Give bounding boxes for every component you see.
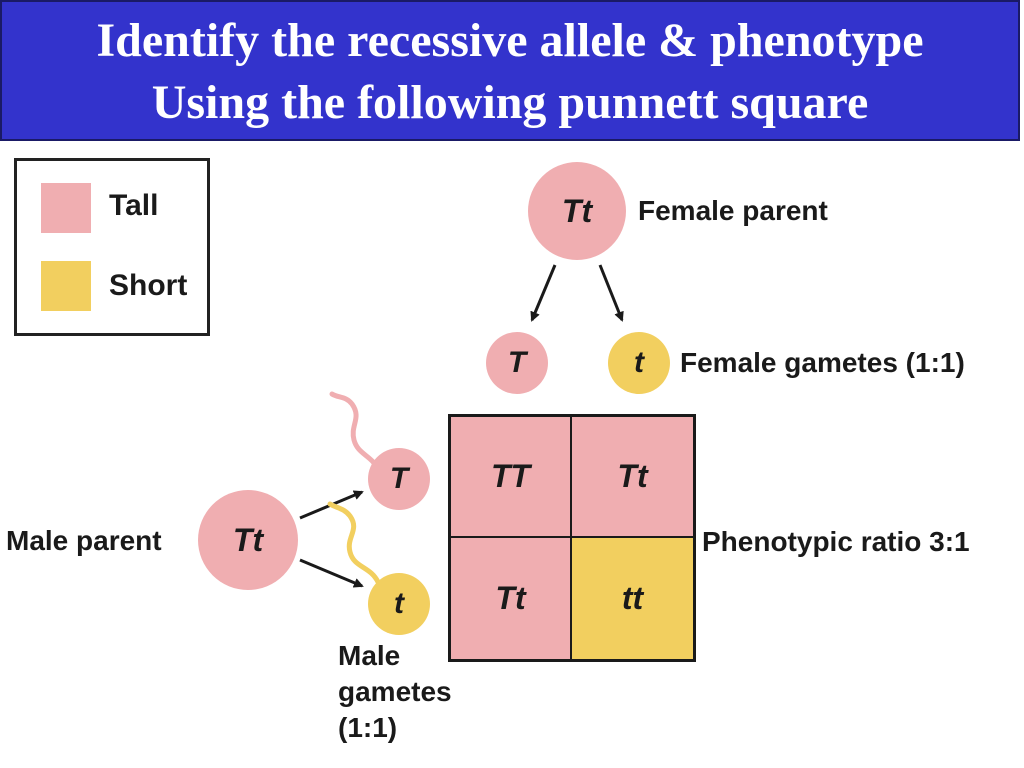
punnett-cell-Tt-bottom: Tt: [451, 538, 572, 659]
male-gametes-label: Male gametes (1:1): [338, 638, 452, 746]
female-parent-label: Female parent: [638, 195, 828, 226]
sperm-tail-t: [327, 501, 381, 585]
male-parent-label: Male parent: [6, 525, 162, 556]
punnett-square: TT Tt Tt tt: [448, 414, 696, 662]
legend: Tall Short: [14, 158, 210, 336]
female-parent-circle: Tt: [528, 162, 626, 260]
male-gamete-T: T: [368, 448, 430, 510]
arrow-female-to-t: [598, 264, 624, 322]
title-line-2: Using the following punnett square: [151, 76, 869, 129]
arrow-male-to-t: [299, 558, 364, 588]
punnett-cell-tt: tt: [572, 538, 693, 659]
male-gametes-label-line2: gametes: [338, 676, 452, 707]
punnett-cell-TT: TT: [451, 417, 572, 538]
male-gametes-label-line1: Male: [338, 640, 401, 671]
legend-swatch-tall: [41, 183, 91, 233]
legend-swatch-short: [41, 261, 91, 311]
arrow-female-to-T: [530, 264, 557, 322]
legend-label-short: Short: [109, 269, 188, 302]
male-gametes-label-line3: (1:1): [338, 712, 398, 743]
male-parent-circle: Tt: [198, 490, 298, 590]
sperm-tail-T: [329, 391, 381, 473]
title-banner: Identify the recessive allele & phenotyp…: [0, 0, 1020, 141]
female-gamete-t: t: [608, 332, 670, 394]
title-line-1: Identify the recessive allele & phenotyp…: [96, 14, 924, 67]
female-gametes-label: Female gametes (1:1): [680, 347, 965, 378]
female-gamete-T: T: [486, 332, 548, 394]
male-gamete-t: t: [368, 573, 430, 635]
legend-label-tall: Tall: [109, 189, 159, 222]
phenotypic-ratio-label: Phenotypic ratio 3:1: [702, 526, 970, 557]
punnett-cell-Tt-top: Tt: [572, 417, 693, 538]
